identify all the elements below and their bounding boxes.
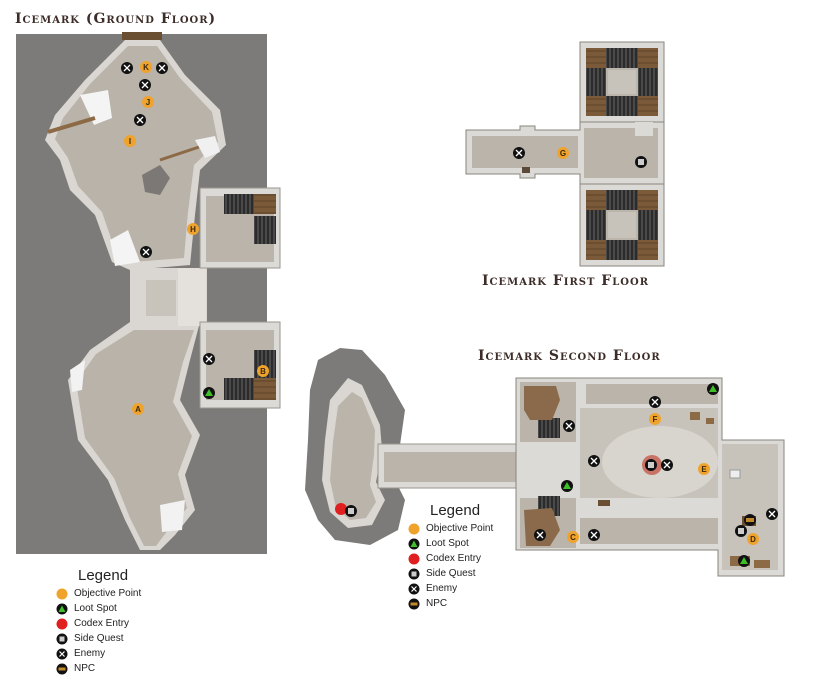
loot-icon[interactable]	[203, 387, 215, 399]
codex-entry-icon	[56, 618, 68, 629]
legend-item-npc: NPC	[408, 596, 493, 611]
marker-label: A	[135, 405, 141, 414]
loot-icon[interactable]	[561, 480, 573, 492]
side-quest-icon	[408, 568, 420, 579]
legend-title: Legend	[78, 567, 129, 584]
objective-point-icon	[56, 588, 68, 599]
enemy-icon[interactable]	[588, 529, 600, 541]
side-quest-icon	[56, 633, 68, 644]
first-floor-map	[465, 41, 665, 267]
legend-item-sidequest: Side Quest	[408, 566, 493, 581]
marker-label: F	[653, 415, 658, 424]
ground-floor-map	[16, 32, 281, 554]
marker-objective-g[interactable]: G	[557, 147, 569, 159]
legend-item-loot: Loot Spot	[56, 601, 141, 616]
legend-item-objective: Objective Point	[56, 586, 141, 601]
marker-objective-e[interactable]: E	[698, 463, 710, 475]
legend-second: Legend Objective Point Loot Spot Codex E…	[408, 502, 493, 611]
legend-title: Legend	[430, 502, 481, 519]
marker-objective-f[interactable]: F	[649, 413, 661, 425]
legend-item-enemy: Enemy	[408, 581, 493, 596]
second-floor-map	[305, 348, 785, 577]
legend-item-npc: NPC	[56, 661, 141, 676]
loot-spot-icon	[56, 603, 68, 614]
enemy-icon[interactable]	[134, 114, 146, 126]
enemy-icon[interactable]	[121, 62, 133, 74]
legend-label: Codex Entry	[74, 618, 130, 629]
legend-label: Loot Spot	[426, 538, 469, 549]
enemy-icon	[56, 648, 68, 659]
marker-objective-i[interactable]: I	[124, 135, 136, 147]
enemy-icon[interactable]	[563, 420, 575, 432]
loot-icon[interactable]	[707, 383, 719, 395]
marker-label: H	[190, 225, 196, 234]
legend-label: Codex Entry	[426, 553, 482, 564]
marker-label: K	[143, 63, 149, 72]
legend-ground: Legend Objective Point Loot Spot Codex E…	[56, 567, 141, 676]
legend-item-enemy: Enemy	[56, 646, 141, 661]
legend-item-codex: Codex Entry	[56, 616, 141, 631]
enemy-icon[interactable]	[139, 79, 151, 91]
marker-label: E	[701, 465, 707, 474]
title-first-floor: Icemark First Floor	[482, 273, 650, 289]
second-markers: F E D C	[335, 383, 778, 567]
title-ground-floor: Icemark (Ground Floor)	[15, 11, 217, 27]
legend-label: NPC	[74, 663, 96, 674]
legend-label: Objective Point	[426, 523, 494, 534]
first-markers: G	[513, 147, 647, 168]
marker-label: G	[560, 149, 566, 158]
enemy-icon[interactable]	[513, 147, 525, 159]
marker-objective-h[interactable]: H	[187, 223, 199, 235]
marker-objective-k[interactable]: K	[140, 61, 152, 73]
legend-label: Loot Spot	[74, 603, 117, 614]
legend-item-loot: Loot Spot	[408, 536, 493, 551]
marker-objective-b[interactable]: B	[257, 365, 269, 377]
marker-objective-d[interactable]: D	[747, 533, 759, 545]
npc-icon[interactable]	[744, 514, 756, 526]
npc-icon	[408, 598, 420, 609]
enemy-icon[interactable]	[203, 353, 215, 365]
enemy-icon[interactable]	[766, 508, 778, 520]
ground-markers: K J I H B A	[121, 61, 269, 415]
enemy-icon[interactable]	[156, 62, 168, 74]
codex-entry-icon[interactable]	[335, 503, 347, 515]
objective-point-icon	[408, 523, 420, 534]
side-quest-icon[interactable]	[635, 156, 647, 168]
legend-item-codex: Codex Entry	[408, 551, 493, 566]
marker-label: I	[129, 137, 131, 146]
title-second-floor: Icemark Second Floor	[478, 348, 661, 364]
marker-label: B	[260, 367, 266, 376]
legend-label: Enemy	[426, 583, 458, 594]
ground-lower-cave-floor	[76, 330, 194, 546]
enemy-icon[interactable]	[661, 459, 673, 471]
marker-label: J	[146, 98, 150, 107]
side-quest-icon[interactable]	[345, 505, 357, 517]
marker-label: D	[750, 535, 756, 544]
legend-item-sidequest: Side Quest	[56, 631, 141, 646]
enemy-icon[interactable]	[534, 529, 546, 541]
marker-objective-a[interactable]: A	[132, 403, 144, 415]
marker-label: C	[570, 533, 576, 542]
npc-icon	[56, 663, 68, 674]
marker-objective-c[interactable]: C	[567, 531, 579, 543]
marker-objective-j[interactable]: J	[142, 96, 154, 108]
legend-label: Side Quest	[74, 633, 124, 644]
legend-label: NPC	[426, 598, 448, 609]
legend-item-objective: Objective Point	[408, 521, 493, 536]
enemy-icon	[408, 583, 420, 594]
enemy-icon[interactable]	[140, 246, 152, 258]
legend-label: Objective Point	[74, 588, 142, 599]
legend-label: Side Quest	[426, 568, 476, 579]
legend-label: Enemy	[74, 648, 106, 659]
loot-icon[interactable]	[738, 555, 750, 567]
enemy-icon[interactable]	[588, 455, 600, 467]
loot-spot-icon	[408, 538, 420, 549]
side-quest-icon[interactable]	[735, 525, 747, 537]
enemy-icon[interactable]	[649, 396, 661, 408]
codex-entry-icon	[408, 553, 420, 564]
side-quest-icon[interactable]	[645, 459, 657, 471]
